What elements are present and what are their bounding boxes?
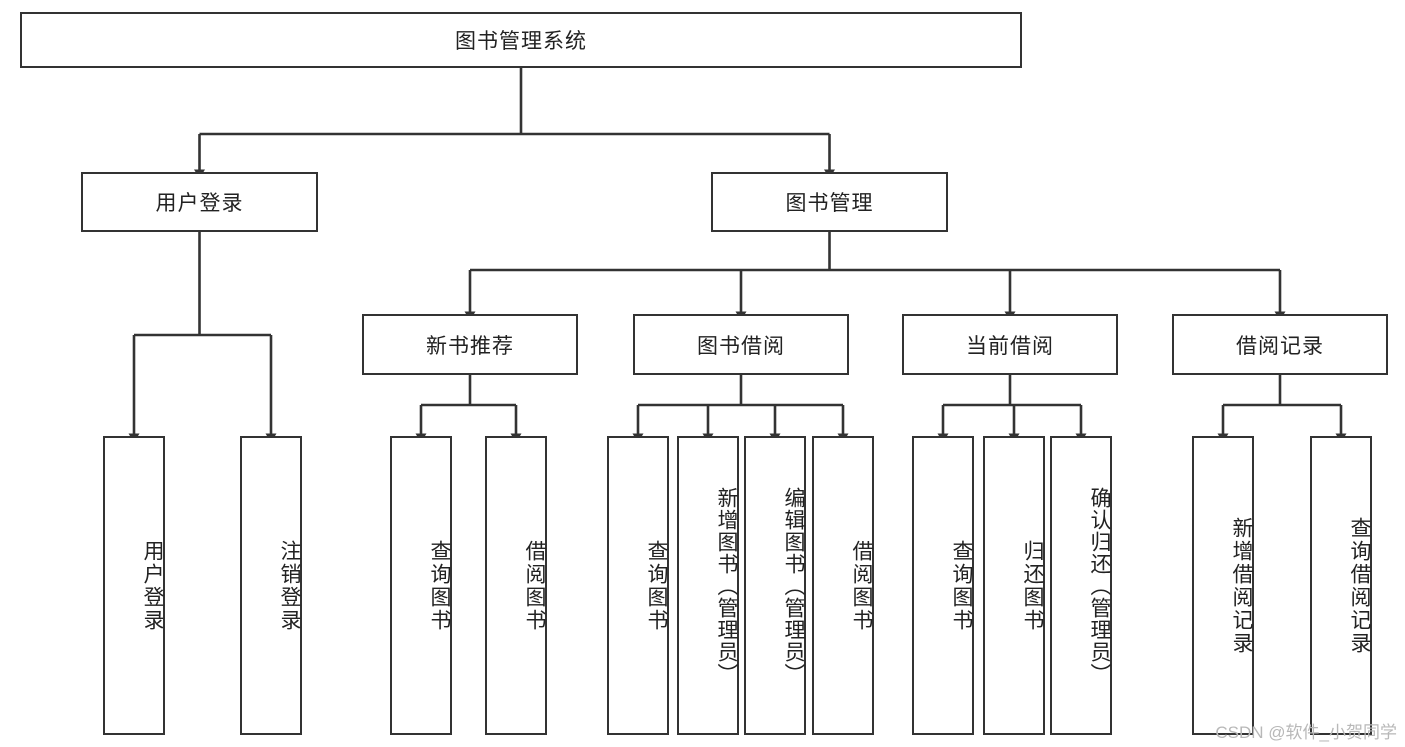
leaf-current-query-book[interactable]: 查询图书 <box>912 436 974 735</box>
leaf-user-login-label: 用户登录 <box>141 539 164 632</box>
leaf-current-confirm-return-admin[interactable]: 确认归还（管理员） <box>1050 436 1112 735</box>
leaf-borrow-borrow-book[interactable]: 借阅图书 <box>812 436 874 735</box>
leaf-borrow-query-book[interactable]: 查询图书 <box>607 436 669 735</box>
node-current-borrow[interactable]: 当前借阅 <box>902 314 1118 375</box>
node-root-label: 图书管理系统 <box>455 30 587 53</box>
node-book-borrow-label: 图书借阅 <box>697 334 785 358</box>
leaf-newbook-borrow-book-label: 借阅图书 <box>523 539 546 632</box>
node-new-book-recommend-label: 新书推荐 <box>426 334 514 358</box>
node-book-management[interactable]: 图书管理 <box>711 172 948 232</box>
leaf-current-query-book-label: 查询图书 <box>950 539 973 632</box>
node-borrow-records-label: 借阅记录 <box>1236 334 1324 358</box>
leaf-user-logout-label: 注销登录 <box>278 539 301 632</box>
leaf-records-add-record-label: 新增借阅记录 <box>1230 516 1253 655</box>
leaf-borrow-edit-book-admin[interactable]: 编辑图书（管理员） <box>744 436 806 735</box>
leaf-borrow-borrow-book-label: 借阅图书 <box>850 539 873 632</box>
node-user-login[interactable]: 用户登录 <box>81 172 318 232</box>
leaf-records-add-record[interactable]: 新增借阅记录 <box>1192 436 1254 735</box>
csdn-watermark: CSDN @软件_小贺同学 <box>1215 723 1397 742</box>
leaf-newbook-borrow-book[interactable]: 借阅图书 <box>485 436 547 735</box>
leaf-borrow-add-book-admin-label: 新增图书（管理员） <box>715 486 738 685</box>
leaf-records-query-record[interactable]: 查询借阅记录 <box>1310 436 1372 735</box>
leaf-current-return-book-label: 归还图书 <box>1021 539 1044 632</box>
node-new-book-recommend[interactable]: 新书推荐 <box>362 314 578 375</box>
leaf-borrow-edit-book-admin-label: 编辑图书（管理员） <box>782 486 805 685</box>
node-root[interactable]: 图书管理系统 <box>20 12 1022 68</box>
leaf-user-login[interactable]: 用户登录 <box>103 436 165 735</box>
leaf-current-return-book[interactable]: 归还图书 <box>983 436 1045 735</box>
node-book-borrow[interactable]: 图书借阅 <box>633 314 849 375</box>
leaf-records-query-record-label: 查询借阅记录 <box>1348 516 1371 655</box>
leaf-borrow-query-book-label: 查询图书 <box>645 539 668 632</box>
leaf-borrow-add-book-admin[interactable]: 新增图书（管理员） <box>677 436 739 735</box>
node-user-login-label: 用户登录 <box>155 192 244 215</box>
leaf-user-logout[interactable]: 注销登录 <box>240 436 302 735</box>
leaf-newbook-query-book-label: 查询图书 <box>428 539 451 632</box>
node-current-borrow-label: 当前借阅 <box>966 334 1054 358</box>
leaf-current-confirm-return-admin-label: 确认归还（管理员） <box>1088 486 1111 685</box>
node-book-management-label: 图书管理 <box>785 192 874 215</box>
leaf-newbook-query-book[interactable]: 查询图书 <box>390 436 452 735</box>
node-borrow-records[interactable]: 借阅记录 <box>1172 314 1388 375</box>
